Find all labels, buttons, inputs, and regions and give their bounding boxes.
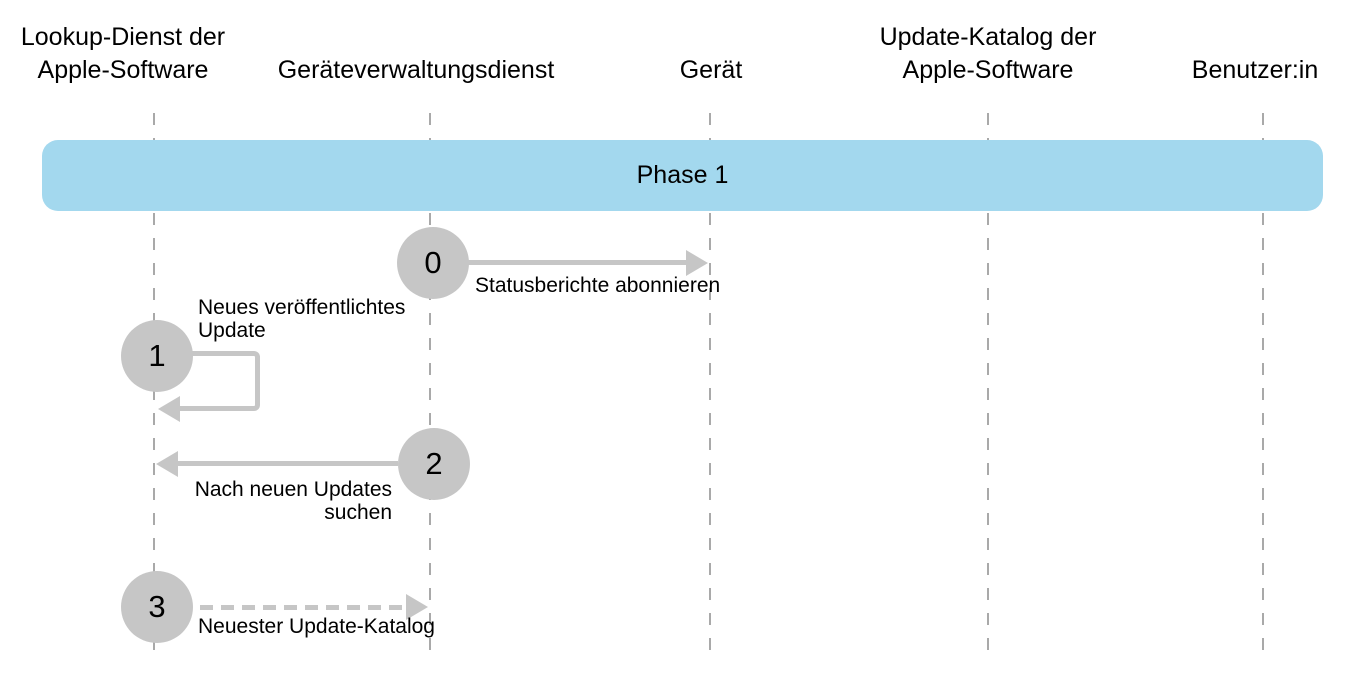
lifeline-user	[1262, 113, 1264, 650]
lifeline-header-device: Gerät	[679, 56, 743, 84]
step-badge-1: 1	[121, 320, 193, 392]
lifeline-header-device-management-service: Geräteverwaltungsdienst	[277, 56, 555, 84]
lifeline-device-management-service	[429, 113, 431, 650]
message-arrow-3	[200, 605, 406, 610]
message-label-1: Neues veröffentlichtes Update	[198, 296, 406, 342]
arrowhead-left-icon	[158, 396, 180, 422]
message-arrow-2	[178, 461, 398, 466]
arrowhead-left-icon	[156, 451, 178, 477]
step-badge-2: 2	[398, 428, 470, 500]
step-badge-3: 3	[121, 571, 193, 643]
phase-label: Phase 1	[636, 161, 729, 189]
message-arrow-0	[460, 260, 688, 265]
message-label-2: Nach neuen Updates suchen	[194, 478, 392, 524]
message-label-3: Neuester Update-Katalog	[198, 615, 435, 638]
lifeline-header-lookup-service: Lookup-Dienst der Apple-Software	[20, 23, 226, 84]
arrowhead-right-icon	[406, 594, 428, 620]
step-badge-0: 0	[397, 227, 469, 299]
phase-band: Phase 1	[42, 140, 1323, 211]
message-label-0: Statusberichte abonnieren	[475, 274, 721, 297]
lifeline-device	[709, 113, 711, 650]
lifeline-header-user: Benutzer:in	[1191, 56, 1319, 84]
message-arrow-1-self-loop	[178, 351, 260, 411]
lifeline-header-update-catalog: Update-Katalog der Apple-Software	[879, 23, 1097, 84]
lifeline-update-catalog	[987, 113, 989, 650]
arrowhead-right-icon	[686, 250, 708, 276]
